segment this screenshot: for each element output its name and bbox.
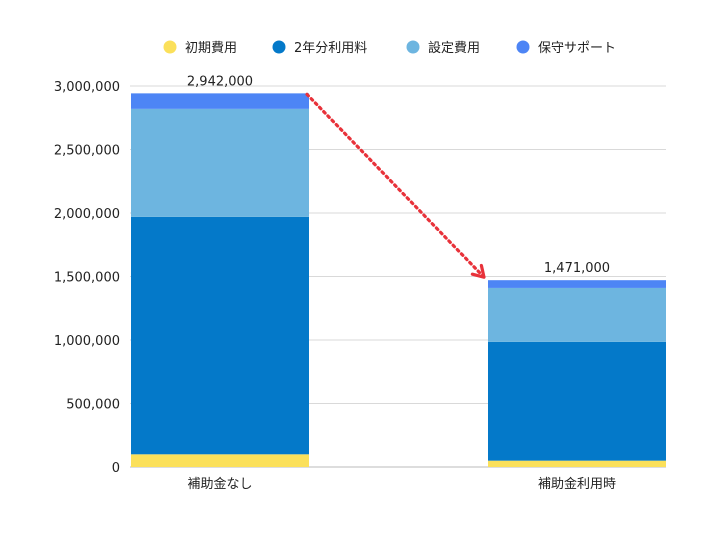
legend-swatch bbox=[406, 40, 420, 54]
bar-segment bbox=[131, 108, 309, 217]
bar-total-label: 1,471,000 bbox=[544, 261, 610, 276]
legend-label: 保守サポート bbox=[538, 41, 616, 56]
arrow-head bbox=[470, 263, 486, 279]
legend-item: 2年分利用料 bbox=[272, 40, 367, 56]
legend-item: 保守サポート bbox=[516, 40, 616, 56]
legend-swatch bbox=[272, 40, 286, 54]
bar-segment bbox=[131, 454, 309, 467]
bar-segment bbox=[488, 341, 666, 461]
bar-segment bbox=[131, 93, 309, 109]
reduction-arrow bbox=[305, 92, 486, 279]
bar-total-labels: 2,942,000 1,471,000 bbox=[187, 74, 610, 276]
bar-segment bbox=[488, 280, 666, 288]
x-category-label: 補助金利用時 bbox=[538, 476, 616, 492]
y-tick-label: 0 bbox=[112, 461, 120, 476]
arrow-line bbox=[305, 92, 486, 279]
legend-item: 初期費用 bbox=[163, 40, 237, 56]
legend-label: 2年分利用料 bbox=[294, 41, 367, 56]
legend-swatch bbox=[163, 40, 177, 54]
x-category-label: 補助金なし bbox=[187, 476, 252, 492]
legend-label: 設定費用 bbox=[428, 40, 480, 56]
y-tick-label: 3,000,000 bbox=[54, 80, 120, 95]
y-tick-label: 1,000,000 bbox=[54, 334, 120, 349]
bar-total-label: 2,942,000 bbox=[187, 74, 253, 89]
bar-segment bbox=[488, 287, 666, 342]
bar-segment bbox=[488, 460, 666, 467]
y-tick-label: 500,000 bbox=[66, 398, 120, 413]
legend: 初期費用 2年分利用料 設定費用 保守サポート bbox=[163, 40, 616, 56]
y-axis-ticks: 0 500,000 1,000,000 1,500,000 2,000,000 2,500… bbox=[54, 80, 120, 476]
y-tick-label: 2,000,000 bbox=[54, 207, 120, 222]
legend-item: 設定費用 bbox=[406, 40, 480, 56]
y-tick-label: 1,500,000 bbox=[54, 271, 120, 286]
legend-swatch bbox=[516, 40, 530, 54]
x-axis-categories: 補助金なし 補助金利用時 bbox=[187, 476, 616, 492]
bar-stack bbox=[488, 280, 666, 467]
bar-stack bbox=[131, 93, 309, 467]
bar-segment bbox=[131, 216, 309, 455]
legend-label: 初期費用 bbox=[185, 41, 237, 56]
y-tick-label: 2,500,000 bbox=[54, 144, 120, 159]
bars bbox=[131, 93, 666, 467]
